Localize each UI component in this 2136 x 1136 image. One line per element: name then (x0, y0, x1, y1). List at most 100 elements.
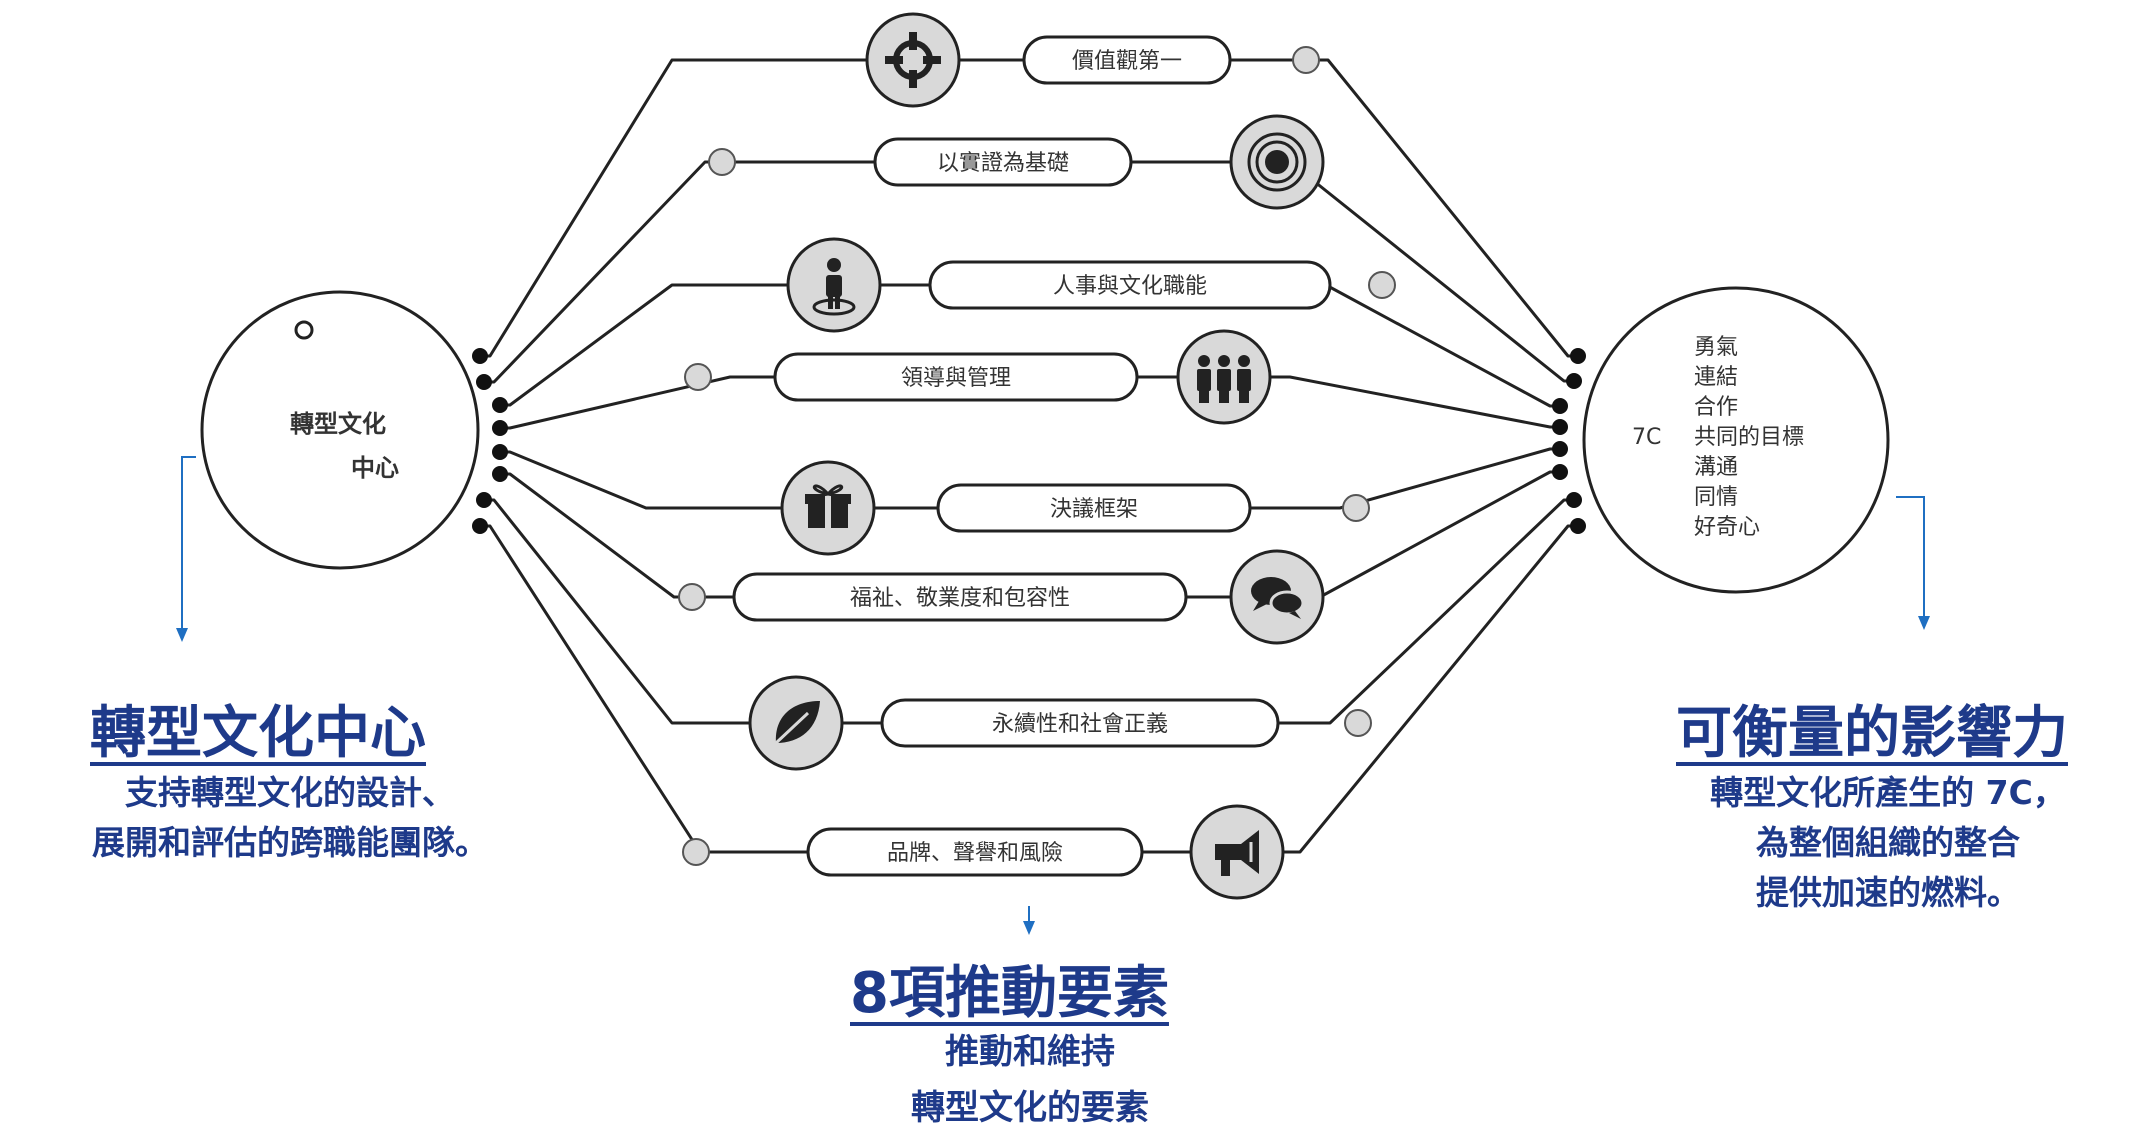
person-body (826, 275, 842, 297)
right-hub-item-1: 勇氣 (1694, 335, 1738, 360)
person-icon (786, 237, 882, 333)
driver-connector-dot (1344, 709, 1372, 737)
driver-label-pill (928, 260, 1332, 310)
driver-row-7: 永續性和社會正義 (748, 675, 1372, 771)
gift-icon (780, 460, 876, 556)
driver-label-pill (873, 137, 1133, 187)
left-hub-port-3 (492, 397, 508, 413)
right-hub-port-8 (1570, 518, 1586, 534)
team-body-3 (1237, 369, 1251, 391)
megaphone-body (1215, 830, 1259, 874)
driver-connector-dot (1292, 46, 1320, 74)
right-hub-port-2 (1566, 373, 1582, 389)
left-hub-port-8 (472, 518, 488, 534)
team-legs-2 (1219, 389, 1229, 403)
right-caption-line1: 轉型文化所產生的 7C， (1710, 773, 2066, 812)
driver-row-8: 品牌、聲譽和風險 (682, 804, 1285, 900)
driver-connector-dot (1342, 494, 1370, 522)
crosshair-icon (865, 12, 961, 108)
driver-label-pill (880, 698, 1280, 748)
left-caption-arrowhead (176, 628, 188, 642)
middle-caption-line1: 推動和維持 (945, 1032, 1115, 1072)
left-hub: 轉型文化中心 (200, 290, 508, 570)
driver-label-pill (732, 572, 1188, 622)
left-hub-label-line1: 轉型文化 (290, 410, 386, 438)
middle-caption-arrowhead (1023, 921, 1035, 935)
right-caption-arrow (1896, 496, 1930, 630)
right-hub-port-1 (1570, 348, 1586, 364)
left-hub-port-1 (472, 348, 488, 364)
left-hub-port-2 (476, 374, 492, 390)
megaphone-icon (1189, 804, 1285, 900)
driver-connector-dot (678, 583, 706, 611)
team-legs-1 (1199, 389, 1209, 403)
middle-caption-title: 8項推動要素 (850, 961, 1169, 1026)
right-caption-title: 可衡量的影響力 (1676, 701, 2068, 766)
driver-label-pill (806, 827, 1144, 877)
left-hub-port-4 (492, 420, 508, 436)
driver-connector-dot (708, 148, 736, 176)
left-caption-arrow (176, 456, 196, 642)
right-hub-circle (1582, 286, 1890, 594)
team-legs-3 (1239, 389, 1249, 403)
middle-caption-body: 推動和維持 轉型文化的要素 (820, 1024, 1240, 1136)
person-base (812, 298, 856, 316)
right-hub-item-6: 同情 (1694, 485, 1738, 510)
chat-tail-front (1289, 611, 1301, 619)
right-hub-item-7: 好奇心 (1694, 515, 1760, 540)
driver-rows: 價值觀第一以實證為基礎人事與文化職能領導與管理決議框架福祉、敬業度和包容性永續性… (678, 12, 1396, 900)
driver-row-6: 福祉、敬業度和包容性 (678, 549, 1325, 645)
right-hub-port-3 (1552, 398, 1568, 414)
person-leg-left (828, 295, 833, 309)
team-head-3 (1238, 355, 1250, 367)
driver-connector-dot (684, 363, 712, 391)
driver-label: 永續性和社會正義 (992, 712, 1168, 737)
gift-bow-left (813, 484, 832, 497)
target-center (1265, 150, 1289, 174)
driver-row-4: 領導與管理 (684, 329, 1272, 425)
target-ring-middle (1255, 140, 1299, 184)
right-hub-port-4 (1552, 419, 1568, 435)
driver-row-3: 人事與文化職能 (786, 237, 1396, 333)
left-caption-body: 支持轉型文化的設計、 展開和評估的跨職能團隊。 (0, 768, 580, 868)
crosshair-tick-bottom (909, 70, 917, 88)
person-head (827, 258, 841, 272)
crosshair-tick-top (909, 32, 917, 50)
left-hub-port-7 (476, 492, 492, 508)
left-hub-port-6 (492, 466, 508, 482)
driver-label: 福祉、敬業度和包容性 (850, 586, 1070, 611)
right-hub-port-5 (1552, 441, 1568, 457)
driver-row-5: 決議框架 (780, 460, 1370, 556)
left-hub-small-dot (294, 320, 314, 340)
left-hub-circle (200, 290, 480, 570)
team-icon (1176, 329, 1272, 425)
driver-row-1: 價值觀第一 (865, 12, 1320, 108)
right-caption-line2: 為整個組織的整合 (1756, 823, 2020, 862)
driver-connector-dot (1368, 271, 1396, 299)
chat-tail-back (1253, 601, 1267, 611)
leaf-vein (774, 711, 810, 745)
driver-label-pill (936, 483, 1252, 533)
right-hub-item-2: 連結 (1694, 365, 1738, 390)
gift-bow-right (824, 484, 843, 497)
target-ring-outer (1247, 132, 1307, 192)
icon-circle (865, 12, 961, 108)
crosshair-tick-left (885, 56, 903, 64)
right-hub-prefix: 7C (1632, 425, 1661, 450)
right-caption-body: 轉型文化所產生的 7C， 為整個組織的整合 提供加速的燃料。 (1640, 768, 2136, 918)
megaphone-handle (1221, 860, 1230, 876)
team-body-1 (1197, 369, 1211, 391)
driver-label: 以實證為基礎 (937, 151, 1069, 176)
person-leg-right (835, 295, 840, 309)
crosshair-tick-right (923, 56, 941, 64)
left-caption-line2: 展開和評估的跨職能團隊。 (92, 823, 488, 862)
target-icon (1229, 114, 1325, 210)
gift-ribbon (825, 494, 831, 528)
team-body-2 (1217, 369, 1231, 391)
right-caption-line3: 提供加速的燃料。 (1756, 873, 2020, 912)
driver-connector-dot (682, 838, 710, 866)
leaf-icon (748, 675, 844, 771)
driver-label-pill (773, 352, 1139, 402)
